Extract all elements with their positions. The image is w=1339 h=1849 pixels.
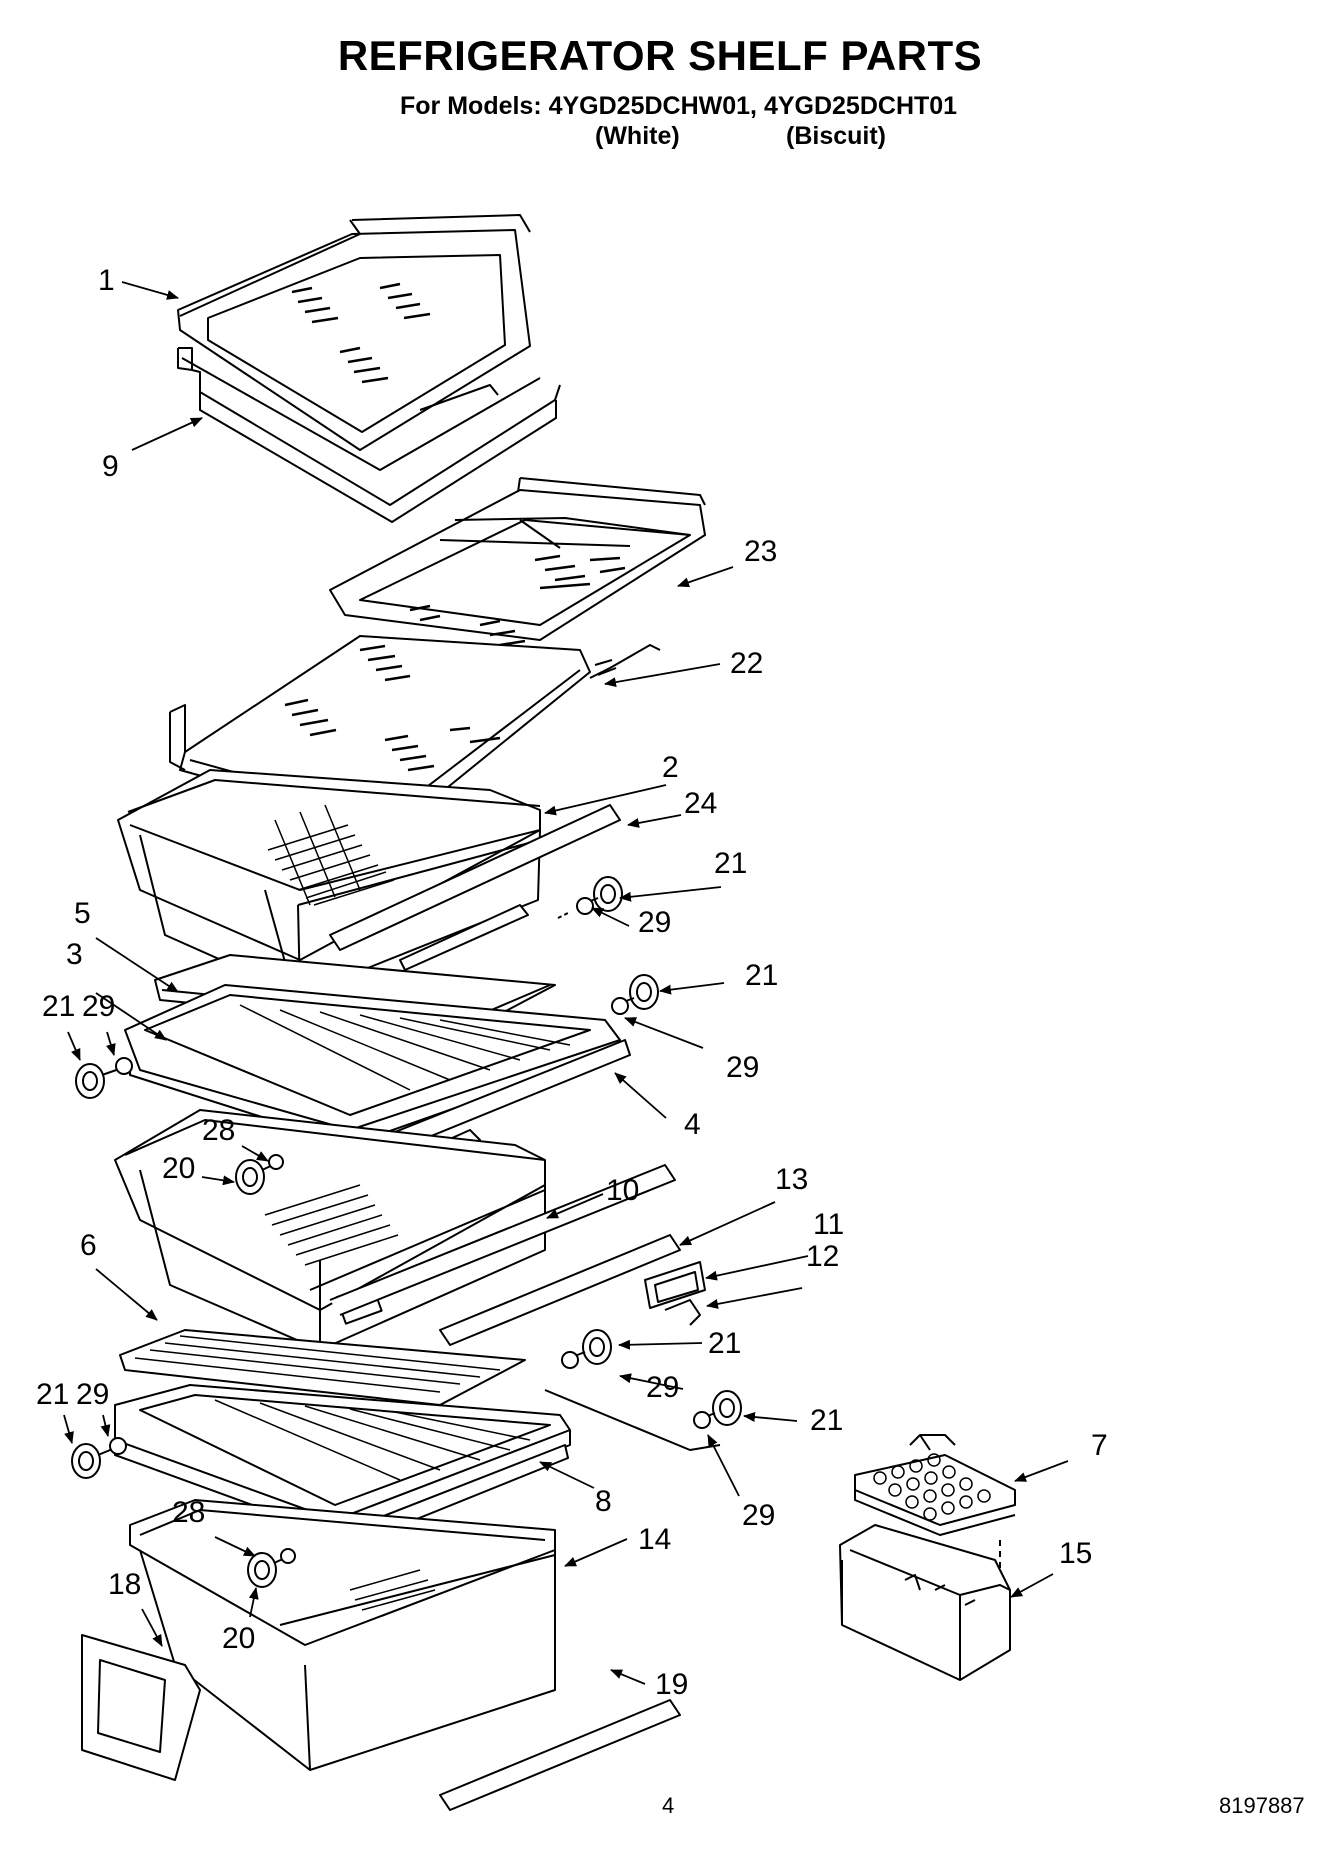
callout-29e: 29 <box>742 1499 775 1532</box>
part-14-bottom-drawer <box>129 1499 681 1811</box>
callout-2: 2 <box>662 751 679 784</box>
callout-19: 19 <box>655 1668 688 1701</box>
callout-24: 24 <box>684 787 717 820</box>
part-18-label-plate <box>81 1634 201 1781</box>
callout-leaders <box>63 281 1069 1685</box>
callout-3: 3 <box>66 938 83 971</box>
callout-12: 12 <box>806 1240 839 1273</box>
part-2-crisper-drawer <box>117 769 621 996</box>
callout-28a: 28 <box>202 1114 235 1147</box>
part-15-egg-bin <box>839 1524 1011 1681</box>
callout-21e: 21 <box>810 1404 843 1437</box>
callout-15: 15 <box>1059 1537 1092 1570</box>
callout-10: 10 <box>606 1174 639 1207</box>
models-line: For Models: 4YGD25DCHW01, 4YGD25DCHT01 <box>400 92 958 120</box>
hardware-adjusters <box>71 876 742 1588</box>
page-number: 4 <box>662 1793 675 1818</box>
part-23-half-shelf <box>329 477 706 679</box>
callout-23: 23 <box>744 535 777 568</box>
part-1-glass-shelf <box>177 214 531 451</box>
callout-28b: 28 <box>172 1496 205 1529</box>
callout-4: 4 <box>684 1108 701 1141</box>
part-7-egg-tray <box>854 1434 1016 1536</box>
part-24-drawer-trim <box>329 804 621 971</box>
callout-1: 1 <box>98 264 115 297</box>
callout-18: 18 <box>108 1568 141 1601</box>
callout-21a: 21 <box>714 847 747 880</box>
callout-29f: 29 <box>76 1378 109 1411</box>
part-9-shelf-frame <box>177 347 561 523</box>
callout-11: 11 <box>813 1208 844 1241</box>
callout-14: 14 <box>638 1523 671 1556</box>
callout-9: 9 <box>102 450 119 483</box>
callout-21b: 21 <box>42 990 75 1023</box>
finish-biscuit-label: (Biscuit) <box>786 122 886 150</box>
callout-13: 13 <box>775 1163 808 1196</box>
callout-5: 5 <box>74 897 91 930</box>
callout-20a: 20 <box>162 1152 195 1185</box>
callout-29d: 29 <box>646 1371 679 1404</box>
callout-20b: 20 <box>222 1622 255 1655</box>
callout-21d: 21 <box>708 1327 741 1360</box>
callout-29b: 29 <box>82 990 115 1023</box>
callout-29c: 29 <box>726 1051 759 1084</box>
callout-8: 8 <box>595 1485 612 1518</box>
callout-21c: 21 <box>745 959 778 992</box>
callout-21f: 21 <box>36 1378 69 1411</box>
callout-labels: 1 9 23 22 2 24 21 29 5 3 21 29 21 29 4 2… <box>36 264 1108 1701</box>
callout-22: 22 <box>730 647 763 680</box>
page-title: REFRIGERATOR SHELF PARTS <box>337 32 983 79</box>
part-11-12-bracket <box>644 1261 706 1326</box>
callout-29a: 29 <box>638 906 671 939</box>
callout-6: 6 <box>80 1229 97 1262</box>
part-10-lower-crisper-drawer <box>114 1109 681 1351</box>
finish-white-label: (White) <box>595 122 680 150</box>
callout-7: 7 <box>1091 1429 1108 1462</box>
document-number: 8197887 <box>1219 1793 1305 1818</box>
part-6-lower-shelf <box>119 1329 526 1406</box>
